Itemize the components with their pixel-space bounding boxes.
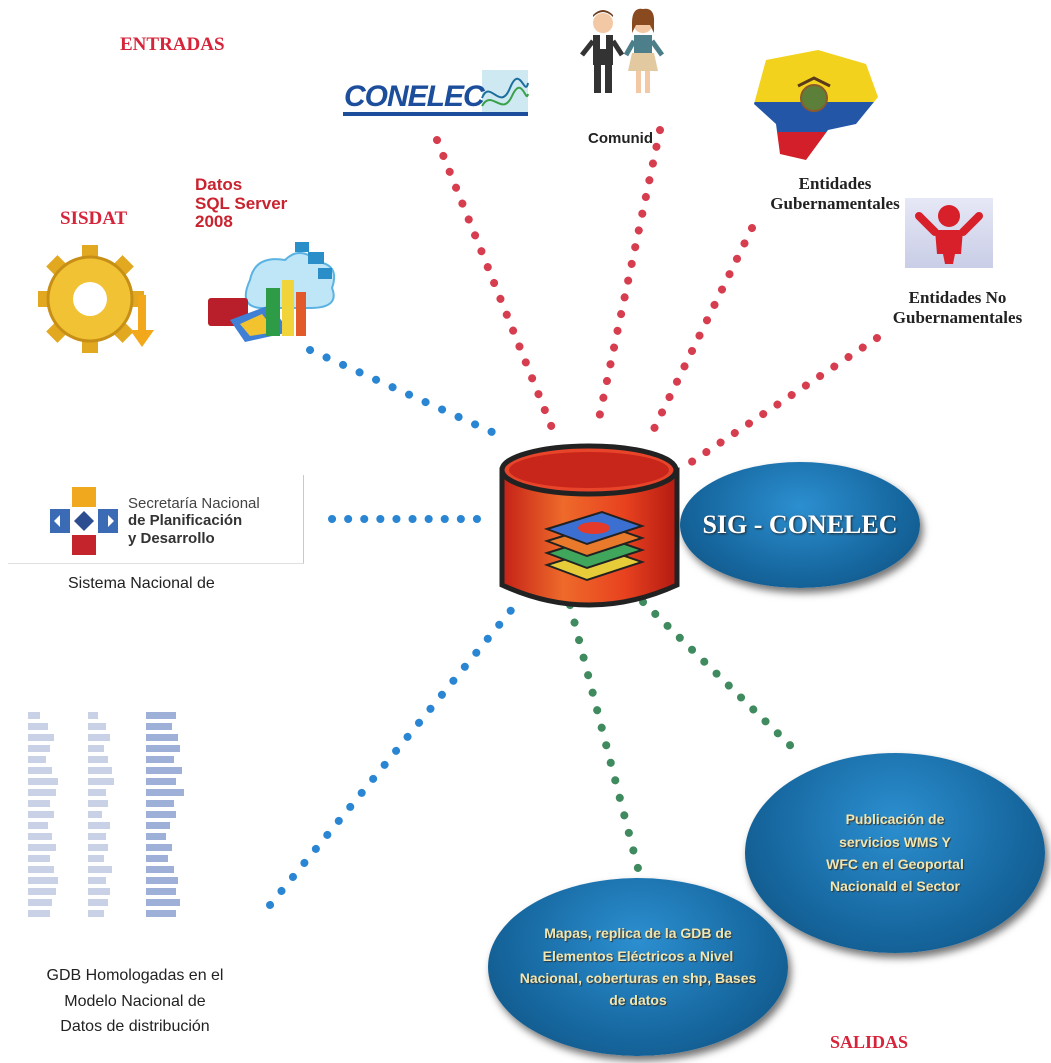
cylinder-database-icon <box>499 443 680 608</box>
conelec-logo-text: CONELEC <box>344 80 485 113</box>
gdb-caption: GDB Homologadas en el Modelo Nacional de… <box>10 963 260 1040</box>
mapas-connector <box>566 601 645 884</box>
publicacion-text: Publicación de servicios WMS Y WFC en el… <box>806 808 984 898</box>
publicacion-ellipse: Publicación de servicios WMS Y WFC en el… <box>745 753 1045 953</box>
senplades-line3: y Desarrollo <box>128 529 215 547</box>
mapas-text: Mapas, replica de la GDB de Elementos El… <box>510 922 767 1012</box>
gdb-caption-line2: Modelo Nacional de <box>64 992 206 1010</box>
gdb-col-2 <box>88 712 118 921</box>
conelec-logo-graphic <box>343 70 529 116</box>
senplades-caption: Sistema Nacional de <box>68 575 215 592</box>
mapas-line2: Elementos Eléctricos a Nivel <box>542 947 734 964</box>
nogub-connector <box>686 334 881 467</box>
gdb-table-thumbnail <box>28 712 203 945</box>
salidas-heading: SALIDAS <box>830 1032 909 1052</box>
red-person-card <box>905 198 993 268</box>
database-cloud-icon <box>208 242 336 342</box>
mapas-line1: Mapas, replica de la GDB de <box>544 925 732 942</box>
datos-line1: Datos <box>195 175 243 194</box>
publicacion-line1: Publicación de <box>845 811 945 828</box>
publicacion-line2: servicios WMS Y <box>839 833 951 850</box>
entidades-gub-line1: Entidades <box>798 174 872 193</box>
red-person-icon <box>915 205 983 264</box>
people-icon <box>580 8 665 93</box>
senplades-mark-icon <box>50 487 118 555</box>
sig-conelec-title: SIG - CONELEC <box>702 510 898 539</box>
gdb-col-1 <box>28 712 63 921</box>
ecuador-map-icon <box>754 50 878 160</box>
comunidad-connector <box>593 126 664 432</box>
gdb-caption-line1: GDB Homologadas en el <box>46 967 224 984</box>
sisdat-connector <box>306 346 496 436</box>
senplades-line2: de Planificación <box>128 512 243 530</box>
mapas-line4: de datos <box>609 992 667 1009</box>
sisdat-label: SISDAT <box>60 208 128 229</box>
publicacion-line4: Nacionald el Sector <box>830 878 960 895</box>
senplades-line1: Secretaría Nacional <box>128 495 260 512</box>
entidades-nogub-line2: Gubernamentales <box>892 308 1023 328</box>
comunidad-label: Comunid <box>588 130 653 147</box>
mapas-line3: Nacional, coberturas en shp, Bases <box>519 970 757 986</box>
datos-sql-label: Datos SQL Server 2008 <box>195 175 288 232</box>
gub-connector <box>648 224 756 437</box>
sig-conelec-ellipse: SIG - CONELEC <box>680 462 920 588</box>
entidades-gub-label: Entidades Gubernamentales <box>760 174 910 215</box>
entidades-nogub-label: Entidades No Gubernamentales <box>880 288 1035 329</box>
entradas-heading: ENTRADAS <box>120 34 225 55</box>
gdb-caption-line3: Datos de distribución <box>60 1018 210 1036</box>
mapas-ellipse: Mapas, replica de la GDB de Elementos El… <box>488 878 788 1056</box>
conelec-connector <box>433 136 556 432</box>
entidades-gub-line2: Gubernamentales <box>770 194 900 214</box>
senplades-text: Secretaría Nacional de Planificación y D… <box>128 495 260 547</box>
gdb-connector <box>266 599 521 909</box>
senplades-logo: Secretaría Nacional de Planificación y D… <box>8 475 304 564</box>
datos-line3: 2008 <box>195 212 233 232</box>
gear-icon <box>38 245 154 353</box>
entidades-nogub-line1: Entidades No <box>908 288 1007 307</box>
publicacion-connector <box>639 598 801 756</box>
publicacion-line3: WFC en el Geoportal <box>826 856 964 872</box>
gdb-col-3 <box>146 712 186 921</box>
datos-line2: SQL Server <box>195 193 288 213</box>
conelec-logo: CONELEC <box>340 68 530 124</box>
